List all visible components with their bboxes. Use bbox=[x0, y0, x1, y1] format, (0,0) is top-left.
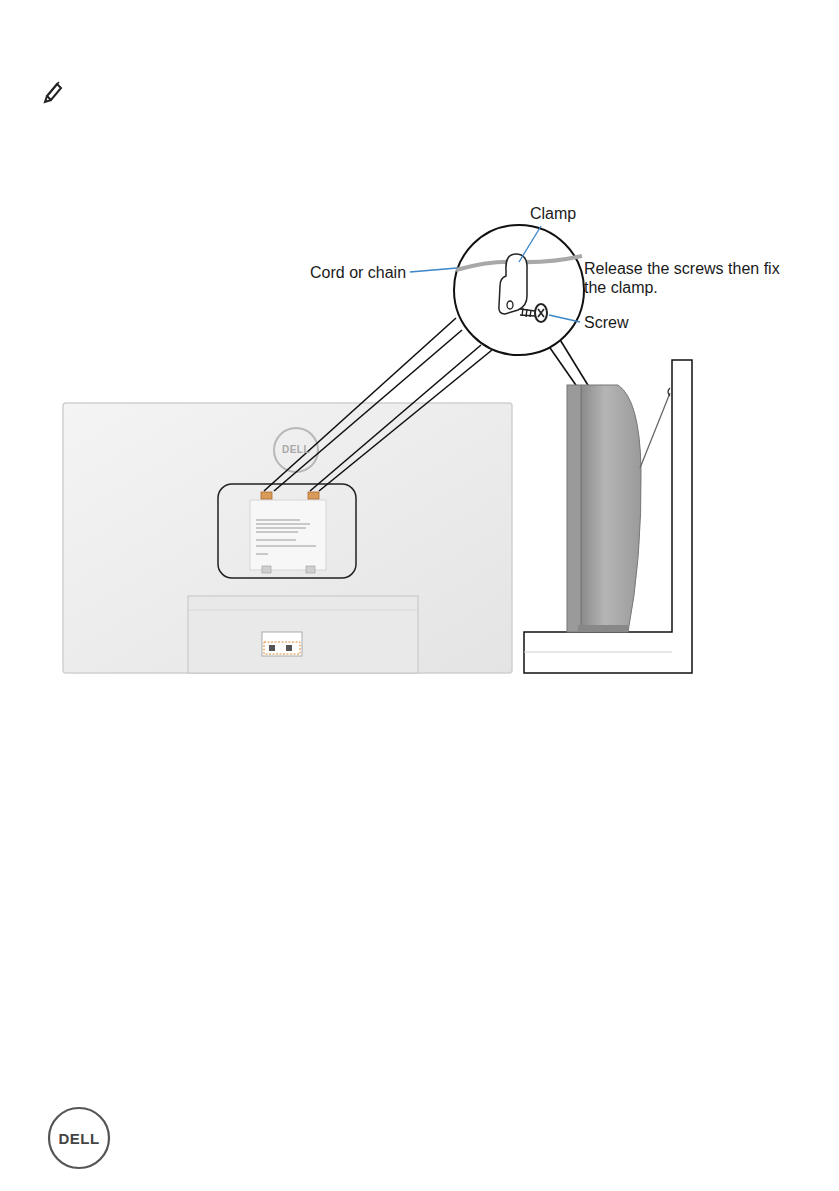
vesa-area bbox=[218, 484, 356, 578]
clamp-label: Clamp bbox=[530, 204, 576, 223]
dell-logo: DELL bbox=[58, 1130, 99, 1147]
cord-label: Cord or chain bbox=[310, 263, 406, 282]
instruction-note: Release the screws then fix the clamp. bbox=[584, 259, 784, 297]
dell-logo-ring bbox=[49, 1108, 109, 1168]
wall-side-view bbox=[524, 360, 692, 673]
leader-lines bbox=[410, 226, 580, 322]
monitor-back bbox=[63, 403, 512, 673]
detail-circle bbox=[454, 225, 584, 355]
dell-logo: DELL bbox=[282, 444, 310, 456]
screw-label: Screw bbox=[584, 313, 628, 332]
note-icon bbox=[45, 82, 61, 102]
